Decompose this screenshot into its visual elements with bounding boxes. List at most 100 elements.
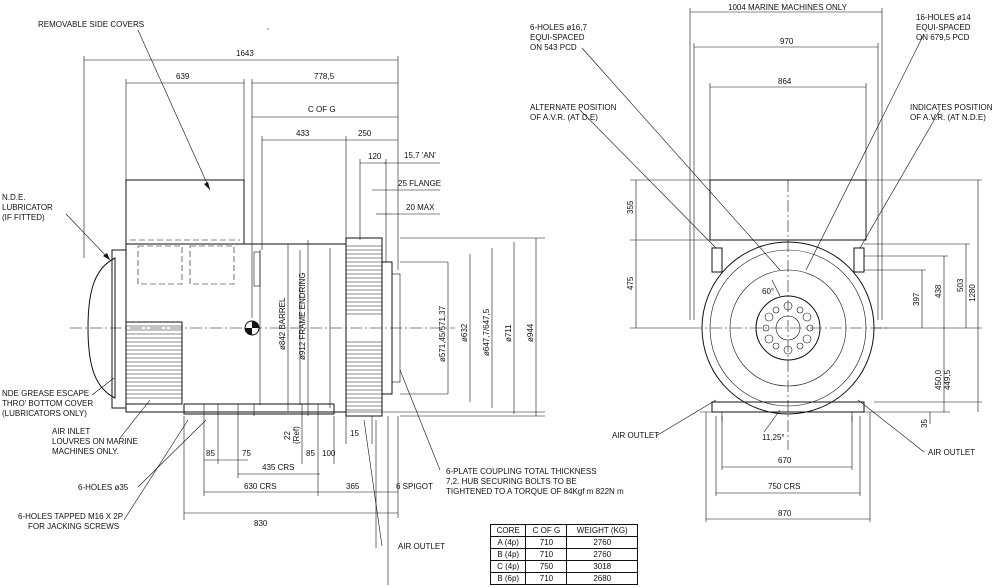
- dim-1280: 1280: [968, 284, 977, 302]
- cell-core: B (4p): [489, 548, 527, 561]
- de-adaptor-hatching: [346, 245, 382, 411]
- callout-air-inlet-2: LOUVRES ON MARINE: [52, 437, 138, 446]
- avr-de-position: [711, 247, 723, 273]
- dim-449: 449,5: [943, 369, 952, 390]
- core-weight-table: CORE C OF G WEIGHT (KG) A (4p) 710 2760 …: [489, 524, 638, 585]
- callout-coupling-1: 6-PLATE COUPLING TOTAL THICKNESS: [446, 467, 597, 476]
- callout-air-inlet-1: AIR INLET: [52, 427, 90, 436]
- callout-grease-escape-2: THRO' BOTTOM COVER: [2, 399, 93, 408]
- callout-holes-tapped-2: FOR JACKING SCREWS: [28, 522, 119, 531]
- callout-air-outlet-side: AIR OUTLET: [398, 542, 445, 551]
- pcd-679: [729, 269, 847, 387]
- dim-870: 870: [778, 509, 792, 518]
- dim-750: 750 CRS: [768, 482, 800, 491]
- dim-630: 630 CRS: [244, 482, 276, 491]
- mounting-foot: [183, 403, 335, 415]
- dim-450: 450,0: [934, 369, 943, 390]
- label-spigot: 6 SPIGOT: [396, 482, 433, 491]
- label-flange: 25 FLANGE: [398, 179, 441, 188]
- dim-864: 864: [778, 77, 792, 86]
- callout-alt-avr-2: OF A.V.R. (AT D.E): [530, 113, 598, 122]
- callout-holes-14-3: ON 679,5 PCD: [916, 33, 970, 42]
- header-weight: WEIGHT (KG): [566, 524, 638, 537]
- dim-22: 22: [283, 431, 292, 440]
- cell-weight: 2680: [566, 572, 638, 585]
- c-of-g-symbol: [244, 320, 260, 336]
- label-frame-endring: ø912 FRAME ENDRING: [298, 272, 307, 360]
- table-row: C (4p) 750 3018: [489, 560, 638, 573]
- dim-250: 250: [358, 129, 372, 138]
- label-an: 15,7 'AN': [404, 151, 436, 160]
- terminal-box-side: [125, 179, 245, 245]
- dim-120: 120: [368, 152, 382, 161]
- label-d571: ø571,45/571,37: [438, 305, 447, 362]
- de-adaptor: [345, 237, 383, 417]
- callout-holes-14-1: 16-HOLES ø14: [916, 13, 971, 22]
- side-top-dimensions: [83, 56, 440, 318]
- label-d944: ø944: [526, 323, 535, 342]
- avr-nde-position: [853, 247, 865, 273]
- table-row: B (6p) 710 2680: [489, 572, 638, 585]
- label-barrel: ø842 BARREL: [278, 297, 287, 350]
- side-view: [65, 28, 545, 585]
- dim-435: 435 CRS: [262, 463, 294, 472]
- callout-nde-lubricator-1: N.D.E.: [2, 193, 26, 202]
- header-c-of-g: C OF G: [525, 524, 568, 537]
- dim-970: 970: [780, 37, 794, 46]
- dim-355: 355: [626, 200, 635, 214]
- end-leaders: [579, 33, 941, 453]
- table-row: B (4p) 710 2760: [489, 548, 638, 561]
- label-d632: ø632: [460, 323, 469, 342]
- coupling-discs: [391, 273, 401, 383]
- label-c-of-g: C OF G: [308, 105, 336, 114]
- dim-830: 830: [254, 519, 268, 528]
- callout-ind-avr-2: OF A.V.R. (AT N.D.E): [910, 113, 986, 122]
- cell-core: C (4p): [489, 560, 527, 573]
- label-d647: ø647,7/647,5: [482, 308, 491, 356]
- cell-c-of-g: 750: [525, 560, 568, 573]
- dim-433: 433: [296, 129, 310, 138]
- end-horizontal-dimensions: [689, 8, 883, 522]
- side-leaders: [65, 28, 441, 547]
- dim-365: 365: [346, 482, 360, 491]
- dim-35: 35: [920, 419, 929, 428]
- callout-holes-tapped-1: 6-HOLES TAPPED M16 X 2P: [18, 512, 123, 521]
- callout-coupling-3: TIGHTENED TO A TORQUE OF 84Kgf m 822N m: [446, 487, 624, 496]
- label-angle-1125: 11,25°: [762, 433, 785, 442]
- cell-core: A (4p): [489, 536, 527, 549]
- nde-bracket-plate: [111, 249, 127, 409]
- cell-c-of-g: 710: [525, 548, 568, 561]
- dim-15: 15: [350, 429, 359, 438]
- label-d711: ø711: [504, 324, 513, 342]
- cell-weight: 3018: [566, 560, 638, 573]
- callout-holes-167-2: EQUI-SPACED: [530, 33, 585, 42]
- table-header-row: CORE C OF G WEIGHT (KG): [489, 524, 638, 537]
- callout-holes-35: 6-HOLES ø35: [78, 483, 129, 492]
- callout-holes-167-3: ON 543 PCD: [530, 43, 577, 52]
- cell-weight: 2760: [566, 536, 638, 549]
- callout-holes-167-1: 6-HOLES ø16,7: [530, 23, 587, 32]
- callout-removable-side-covers: REMOVABLE SIDE COVERS: [38, 20, 144, 29]
- nde-bearing-cap: [87, 257, 116, 399]
- callout-air-outlet-left: AIR OUTLET: [612, 431, 659, 440]
- label-max: 20 MAX: [406, 203, 435, 212]
- dim-438: 438: [934, 284, 943, 298]
- dim-85b: 85: [306, 449, 315, 458]
- dim-503: 503: [956, 278, 965, 292]
- callout-nde-lubricator-2: LUBRICATOR: [2, 203, 53, 212]
- cell-core: B (6p): [489, 572, 527, 585]
- cell-weight: 2760: [566, 548, 638, 561]
- label-angle-60: 60°: [762, 287, 774, 296]
- table-row: A (4p) 710 2760: [489, 536, 638, 549]
- dim-75: 75: [242, 449, 251, 458]
- dim-639: 639: [176, 72, 190, 81]
- callout-grease-escape-3: (LUBRICATORS ONLY): [2, 409, 87, 418]
- cell-c-of-g: 710: [525, 572, 568, 585]
- callout-holes-14-2: EQUI-SPACED: [916, 23, 971, 32]
- dim-85a: 85: [206, 449, 215, 458]
- side-diameter-dimensions: [287, 237, 545, 417]
- dim-475: 475: [626, 276, 635, 290]
- coupling-hub: [755, 295, 821, 361]
- side-bottom-dimensions: [183, 416, 399, 585]
